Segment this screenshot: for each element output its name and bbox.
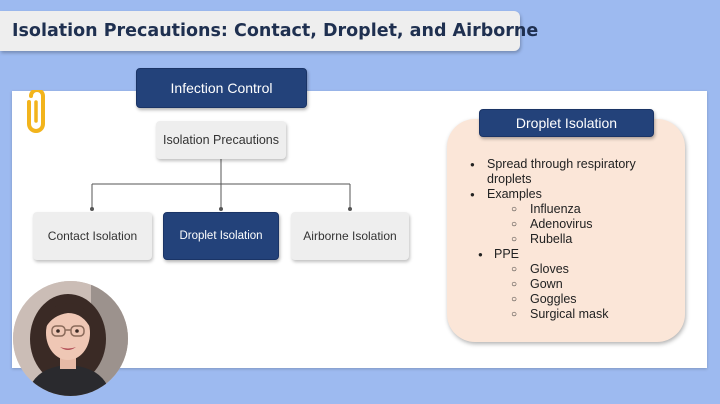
- ppe-item: Surgical mask: [470, 307, 680, 322]
- node-contact-isolation: Contact Isolation: [33, 212, 152, 260]
- paperclip-icon: [27, 90, 45, 133]
- ppe-item: Gloves: [470, 262, 680, 277]
- bullet-spread: Spread through respiratory droplets: [470, 157, 680, 187]
- example-item: Adenovirus: [470, 217, 680, 232]
- bullet-ppe: PPE: [470, 247, 680, 262]
- panel-title: Droplet Isolation: [479, 109, 654, 137]
- example-item: Influenza: [470, 202, 680, 217]
- slide-title: Isolation Precautions: Contact, Droplet,…: [0, 11, 538, 51]
- presenter-avatar: [13, 281, 128, 396]
- ppe-item: Goggles: [470, 292, 680, 307]
- node-airborne-isolation: Airborne Isolation: [291, 212, 409, 260]
- example-item: Rubella: [470, 232, 680, 247]
- node-isolation-precautions: Isolation Precautions: [156, 121, 286, 159]
- node-droplet-isolation: Droplet Isolation: [163, 212, 279, 260]
- droplet-details-list: Spread through respiratory droplets Exam…: [470, 157, 680, 322]
- node-infection-control: Infection Control: [136, 68, 307, 108]
- presenter-illustration: [13, 281, 128, 396]
- ppe-item: Gown: [470, 277, 680, 292]
- bullet-examples: Examples: [470, 187, 680, 202]
